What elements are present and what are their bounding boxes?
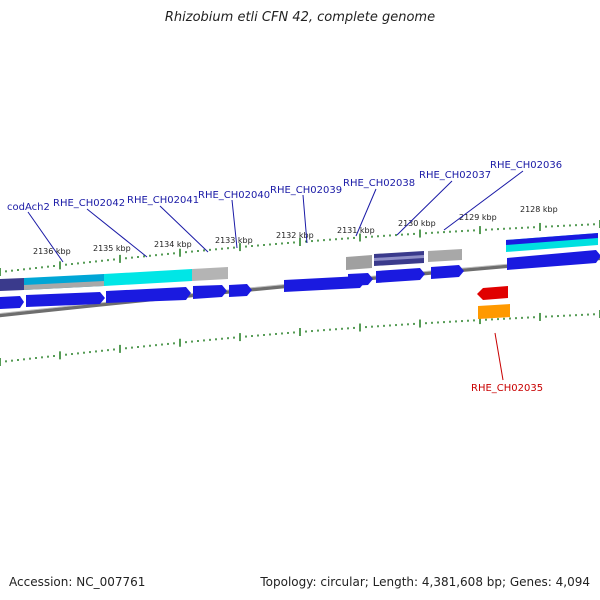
tick-label: 2128 kbp <box>520 205 558 214</box>
gene-feature[interactable] <box>506 233 598 245</box>
gene-label: RHE_CH02042 <box>53 198 125 209</box>
gene-label: RHE_CH02040 <box>198 190 270 201</box>
gene-label: RHE_CH02035 <box>471 383 543 394</box>
gene-feature[interactable] <box>104 269 192 286</box>
gene-arrow[interactable] <box>26 292 105 307</box>
genome-summary-text: Topology: circular; Length: 4,381,608 bp… <box>260 575 590 589</box>
tick-label: 2131 kbp <box>337 226 375 235</box>
gene-feature[interactable] <box>374 255 424 261</box>
inner-tick-ring <box>0 310 600 366</box>
tick-label: 2136 kbp <box>33 247 71 256</box>
tick-label: 2134 kbp <box>154 240 192 249</box>
gene-arrow[interactable] <box>431 265 464 279</box>
gene-arrow[interactable] <box>0 296 24 309</box>
tick-label: 2133 kbp <box>215 236 253 245</box>
gene-label: codAch2 <box>7 202 50 213</box>
gene-feature[interactable] <box>346 255 372 270</box>
accession-text: Accession: NC_007761 <box>9 575 146 589</box>
gene-arrow[interactable] <box>507 250 600 270</box>
feature-track-upper <box>0 233 598 291</box>
gene-feature[interactable] <box>428 249 462 262</box>
gene-arrow[interactable] <box>193 285 227 299</box>
feature-track-lower <box>0 250 600 309</box>
gene-arrow[interactable] <box>376 268 425 283</box>
gene-label: RHE_CH02036 <box>490 160 562 171</box>
gene-label: RHE_CH02041 <box>127 195 199 206</box>
outer-tick-ring <box>0 220 600 276</box>
gene-feature[interactable] <box>24 281 104 290</box>
map-title: Rhizobium etli CFN 42, complete genome <box>164 10 436 25</box>
gene-feature[interactable] <box>192 267 228 281</box>
gene-arrow[interactable] <box>348 273 373 286</box>
tick-label: 2135 kbp <box>93 244 131 253</box>
tick-label: 2130 kbp <box>398 219 436 228</box>
gene-label: RHE_CH02039 <box>270 185 342 196</box>
gene-feature[interactable] <box>0 278 24 291</box>
gene-label: RHE_CH02037 <box>419 170 491 181</box>
gene-arrow[interactable] <box>284 276 365 292</box>
tick-label: 2132 kbp <box>276 231 314 240</box>
gene-feature[interactable] <box>478 304 510 319</box>
gene-arrow[interactable] <box>106 287 191 303</box>
gene-arrow[interactable] <box>229 284 252 297</box>
label-connectors <box>27 170 524 381</box>
gene-label: RHE_CH02038 <box>343 178 415 189</box>
tick-label: 2129 kbp <box>459 213 497 222</box>
gene-arrow[interactable] <box>477 286 508 300</box>
